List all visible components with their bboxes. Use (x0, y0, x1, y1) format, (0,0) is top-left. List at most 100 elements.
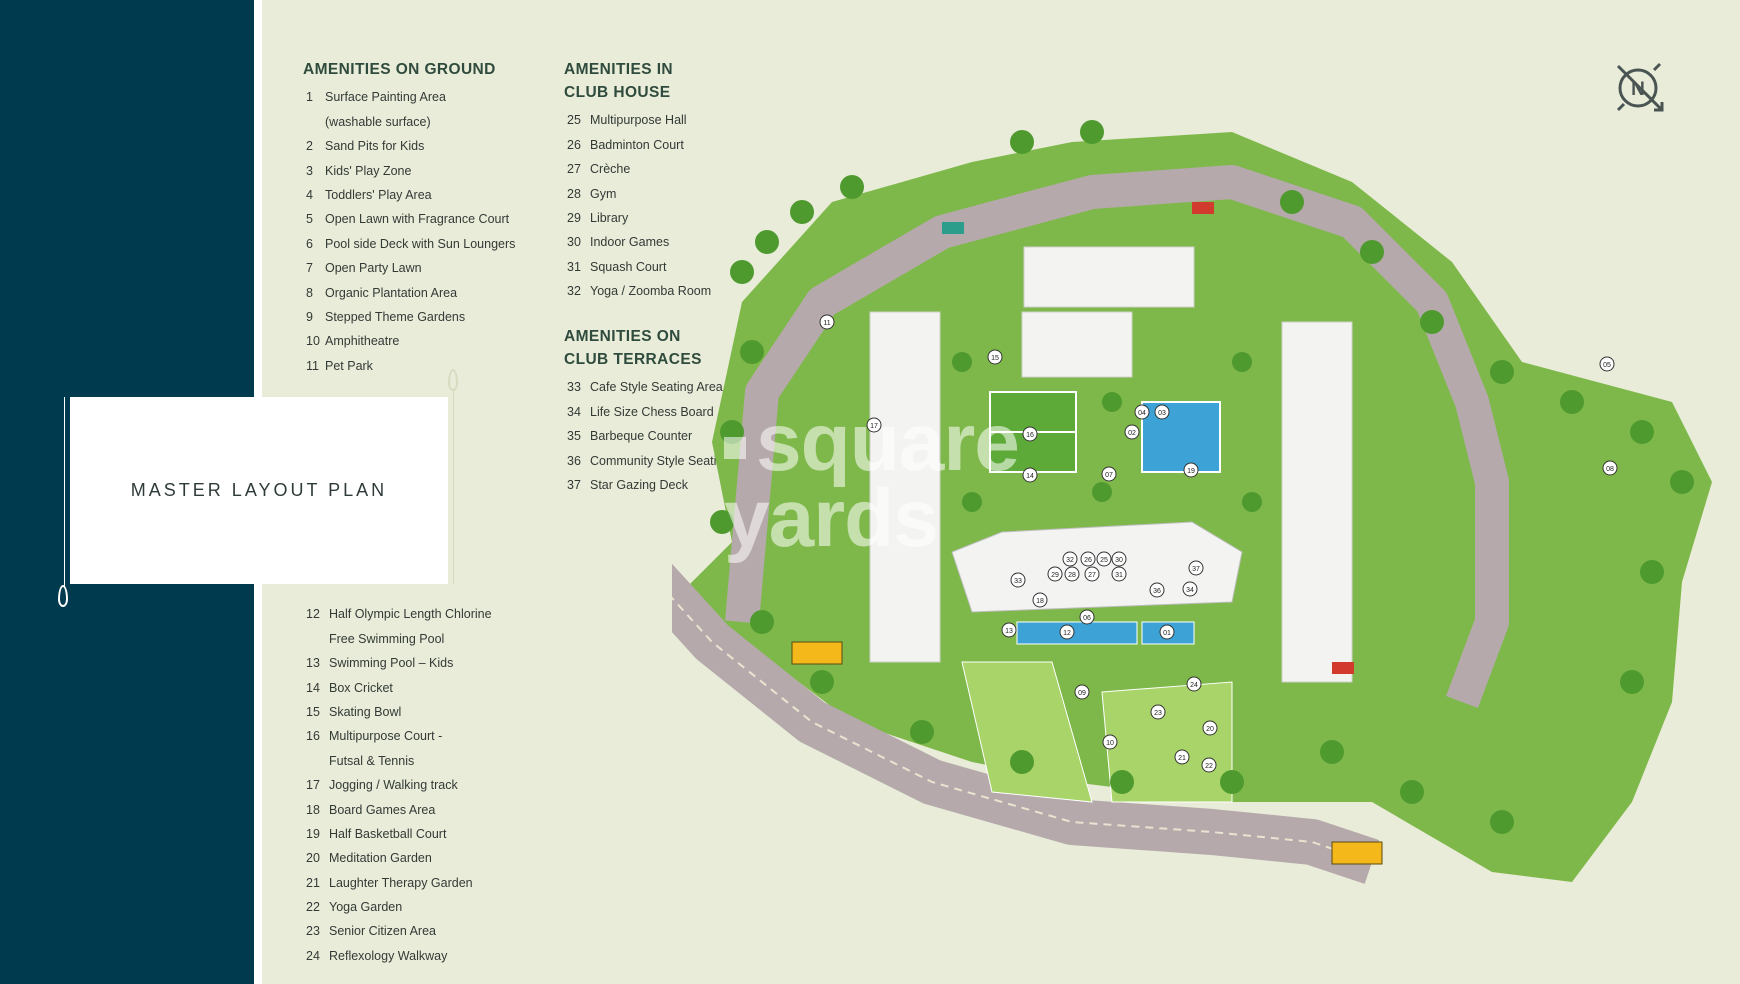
amenity-number: 3 (306, 163, 313, 178)
amenity-label: Yoga Garden (329, 900, 403, 915)
amenity-number: 27 (567, 162, 581, 177)
bus-icon-2 (1331, 841, 1383, 865)
leaf-icon-right (448, 369, 458, 391)
map-marker-label: 25 (1100, 557, 1108, 564)
amenity-number: 29 (567, 210, 581, 225)
amenity-number: 20 (306, 851, 320, 866)
map-marker-34: 34 (1182, 581, 1198, 597)
amenity-number: 35 (567, 429, 581, 444)
amenity-number: 19 (306, 826, 320, 841)
amenity-number: 6 (306, 236, 313, 251)
amenity-label: Crèche (590, 162, 631, 177)
map-marker-17: 17 (866, 417, 882, 433)
amenity-item: 24 Reflexology Walkway (303, 948, 553, 964)
amenity-number: 22 (306, 900, 320, 915)
map-marker-10: 10 (1102, 734, 1118, 750)
map-marker-label: 03 (1158, 410, 1166, 417)
amenity-number: 31 (567, 259, 581, 274)
amenity-item: (washable surface) (303, 114, 553, 130)
amenity-number: 26 (567, 137, 581, 152)
map-marker-02: 02 (1124, 424, 1140, 440)
amenity-number: 30 (567, 235, 581, 250)
map-marker-15: 15 (987, 349, 1003, 365)
compass-label: N (1631, 79, 1645, 100)
map-marker-23: 23 (1150, 704, 1166, 720)
map-marker-label: 08 (1606, 466, 1614, 473)
amenity-label: Library (590, 210, 629, 225)
club-heading-line1: AMENITIES IN (564, 61, 674, 78)
map-marker-label: 26 (1084, 557, 1092, 564)
amenity-number: 2 (306, 139, 313, 154)
map-marker-30: 30 (1111, 551, 1127, 567)
amenity-number: 7 (306, 261, 313, 276)
amenity-number (303, 753, 329, 769)
map-marker-label: 24 (1190, 682, 1198, 689)
amenity-label: Yoga / Zoomba Room (590, 284, 712, 299)
amenity-label: Open Lawn with Fragrance Court (325, 212, 510, 227)
map-marker-label: 16 (1026, 432, 1034, 439)
tower-east (1281, 321, 1353, 683)
amenity-number: 10 (306, 334, 320, 349)
map-marker-label: 11 (823, 320, 830, 327)
map-marker-label: 10 (1106, 740, 1114, 747)
site-map: 0102030405060708091011121314151617181920… (672, 120, 1712, 884)
amenity-number (303, 631, 329, 647)
amenity-label: Reflexology Walkway (329, 948, 448, 963)
amenity-number: 33 (567, 380, 581, 395)
amenity-label: Kids' Play Zone (325, 163, 412, 178)
map-marker-label: 36 (1153, 588, 1161, 595)
amenity-label: Badminton Court (590, 137, 684, 152)
map-marker-label: 20 (1206, 726, 1214, 733)
club-north (1021, 311, 1133, 378)
basketball-court (1141, 401, 1221, 473)
amenity-label: Multipurpose Hall (590, 113, 687, 128)
map-marker-label: 01 (1163, 630, 1171, 637)
map-marker-16: 16 (1022, 426, 1038, 442)
amenity-number: 23 (306, 924, 320, 939)
amenity-label: Jogging / Walking track (329, 778, 458, 793)
amenity-label: Gym (590, 186, 617, 201)
map-marker-18: 18 (1032, 592, 1048, 608)
swimming-pool (1016, 621, 1138, 645)
leaf-icon-left (58, 585, 68, 607)
car-icon (942, 222, 964, 234)
decorative-line-left (64, 397, 65, 587)
amenity-number: 17 (306, 778, 320, 793)
amenity-label: Squash Court (590, 259, 667, 274)
map-marker-28: 28 (1064, 566, 1080, 582)
watermark-line2: yards (724, 473, 939, 564)
map-marker-label: 23 (1154, 710, 1162, 717)
amenity-label: Pool side Deck with Sun Loungers (325, 236, 516, 251)
map-marker-33: 33 (1010, 572, 1026, 588)
map-marker-37: 37 (1188, 560, 1204, 576)
map-marker-label: 32 (1066, 557, 1074, 564)
map-marker-13: 13 (1001, 622, 1017, 638)
map-marker-09: 09 (1074, 684, 1090, 700)
map-marker-label: 12 (1063, 630, 1071, 637)
amenity-number: 36 (567, 453, 581, 468)
map-marker-label: 18 (1036, 598, 1044, 605)
amenity-item: 6 Pool side Deck with Sun Loungers (303, 236, 553, 252)
map-marker-label: 06 (1083, 615, 1091, 622)
map-marker-20: 20 (1202, 720, 1218, 736)
amenity-number: 24 (306, 948, 320, 963)
car-icon-3 (1332, 662, 1354, 674)
map-marker-03: 03 (1154, 404, 1170, 420)
amenity-label: Star Gazing Deck (590, 477, 688, 492)
map-marker-label: 15 (991, 355, 999, 362)
ground-heading: AMENITIES ON GROUND (303, 61, 496, 78)
